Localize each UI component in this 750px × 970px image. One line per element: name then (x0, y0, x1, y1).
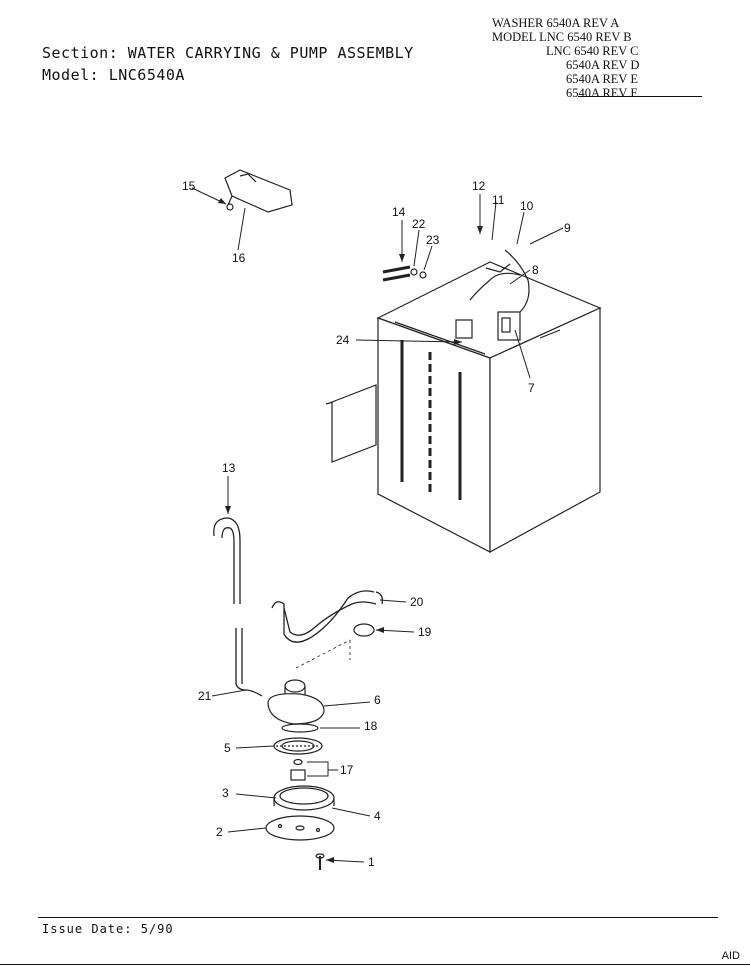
seal-18 (281, 723, 319, 733)
parts-17 (290, 758, 306, 781)
callout-12: 12 (472, 179, 486, 193)
pump-base-3 (273, 785, 335, 811)
corner-mark: AID (721, 950, 740, 962)
screw-1 (315, 853, 325, 870)
callout-11: 11 (492, 193, 505, 207)
callout-9: 9 (564, 221, 571, 235)
callout-5: 5 (224, 741, 231, 755)
bottom-divider (0, 964, 750, 965)
side-panel (325, 384, 377, 463)
callout-21: 21 (198, 689, 212, 703)
bolts (382, 265, 427, 282)
callout-6: 6 (374, 693, 381, 707)
callout-23: 23 (426, 233, 440, 247)
revision-line: WASHER 6540A REV A (492, 16, 620, 30)
hose-20 (271, 590, 384, 643)
callout-8: 8 (532, 263, 539, 277)
impeller-5 (273, 737, 323, 755)
callout-4: 4 (374, 809, 381, 823)
revision-line: 6540A REV D (566, 58, 640, 72)
revision-underline (578, 96, 702, 97)
clamp-19 (353, 623, 375, 637)
model-title: Model: LNC6540A (42, 66, 185, 84)
callout-2: 2 (216, 825, 223, 839)
washer-cabinet (376, 249, 602, 554)
revision-line: LNC 6540 REV C (546, 44, 639, 58)
callout-1: 1 (368, 855, 375, 869)
callout-20: 20 (410, 595, 424, 609)
revision-line: MODEL LNC 6540 REV B (492, 30, 632, 44)
callout-13: 13 (222, 461, 236, 475)
callout-18: 18 (364, 719, 378, 733)
callout-10: 10 (520, 199, 534, 213)
callout-7: 7 (528, 381, 535, 395)
hose-13 (213, 517, 247, 691)
pump-6 (245, 679, 325, 725)
callout-15: 15 (182, 179, 196, 193)
callout-24: 24 (336, 333, 350, 347)
gasket-2 (265, 815, 335, 841)
callout-14: 14 (392, 205, 406, 219)
footer-divider (38, 917, 718, 918)
section-title: Section: WATER CARRYING & PUMP ASSEMBLY (42, 44, 414, 62)
callout-17: 17 (340, 763, 354, 777)
callout-3: 3 (222, 786, 229, 800)
top-bracket-part (224, 169, 293, 213)
callout-19: 19 (418, 625, 432, 639)
revision-line: 6540A REV E (566, 72, 638, 86)
issue-date: Issue Date: 5/90 (42, 922, 174, 936)
callout-16: 16 (232, 251, 246, 265)
valve-bracket (455, 311, 521, 341)
callout-22: 22 (412, 217, 426, 231)
